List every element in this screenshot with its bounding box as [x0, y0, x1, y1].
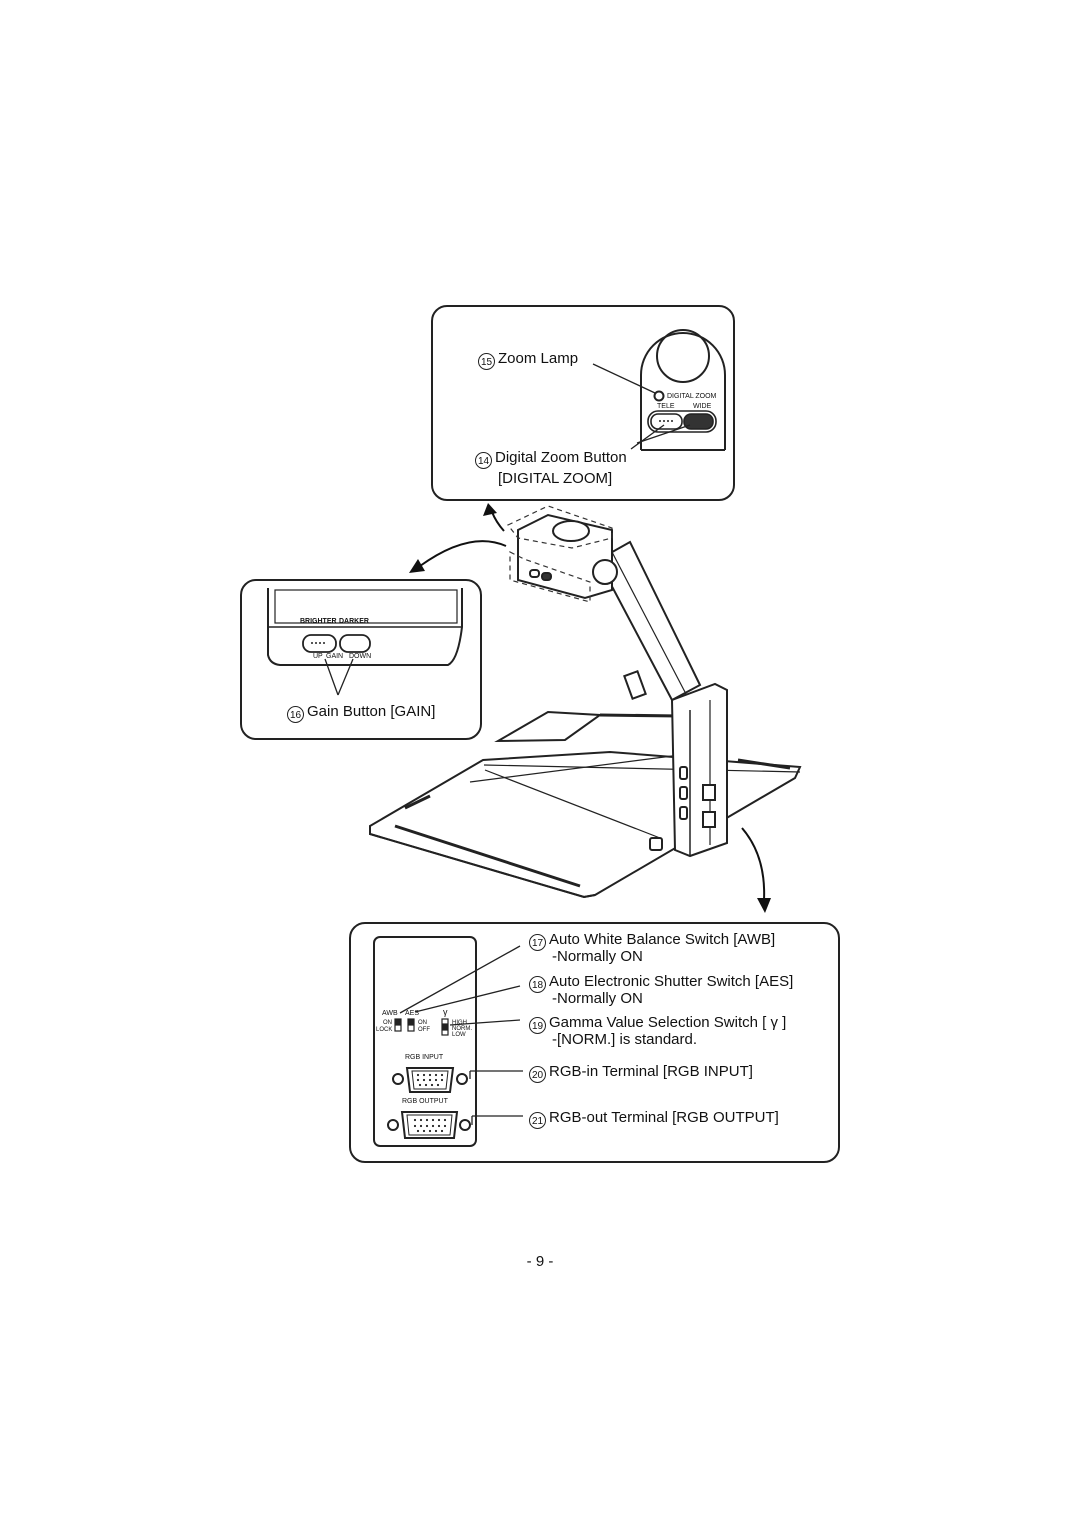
darker-device-label: DARKER	[339, 618, 369, 625]
gamma-device-label: γ	[443, 1007, 448, 1017]
leader-lines-gain	[324, 658, 354, 696]
on-device-label: ON	[383, 1020, 392, 1026]
callout-number-16: 16	[287, 706, 304, 723]
rgb-output-connector-icon	[387, 1111, 471, 1139]
gain-buttons-drawing	[302, 634, 371, 653]
camera-head-drawing	[640, 329, 726, 451]
callout-number-21: 21	[529, 1112, 546, 1129]
rgb-output-device-label: RGB OUTPUT	[402, 1098, 448, 1105]
low-device-label: LOW	[452, 1032, 466, 1038]
digital-zoom-button-sublabel: [DIGITAL ZOOM]	[498, 470, 613, 487]
rgb-input-pins	[416, 1073, 444, 1087]
gain-button-dots-icon	[311, 642, 325, 644]
gamma-text: Gamma Value Selection Switch [ γ ]	[549, 1014, 787, 1031]
awb-sublabel: -Normally ON	[552, 948, 643, 965]
gamma-sublabel: -[NORM.] is standard.	[552, 1031, 698, 1048]
aes-device-label: AES	[405, 1010, 420, 1017]
awb-switch-icon	[394, 1018, 402, 1032]
rgb-in-text: RGB-in Terminal [RGB INPUT]	[549, 1063, 753, 1080]
lock-device-label: LOCK	[376, 1027, 393, 1033]
dashed-highlight-regions	[507, 505, 613, 603]
callout-number-15: 15	[478, 353, 495, 370]
presenter-arm-drawing	[596, 540, 702, 702]
wide-device-label: WIDE	[693, 403, 712, 410]
presenter-base-drawing	[369, 710, 802, 899]
off-device-label: OFF	[418, 1027, 430, 1033]
gain-button-text: Gain Button [GAIN]	[307, 703, 436, 720]
leader-lines-rear	[399, 945, 523, 1125]
on-aes-device-label: ON	[418, 1020, 427, 1026]
callout-number-17: 17	[529, 934, 546, 951]
gain-detail-panel	[240, 579, 482, 740]
arrow-heads	[409, 503, 771, 913]
up-device-label: UP	[313, 653, 323, 660]
rgb-out-text: RGB-out Terminal [RGB OUTPUT]	[549, 1109, 779, 1126]
aes-switch-icon	[407, 1018, 415, 1032]
rgb-input-device-label: RGB INPUT	[405, 1054, 444, 1061]
button-dots-icon	[659, 420, 673, 422]
presenter-camera-head-drawing	[517, 513, 618, 600]
zoom-lamp-text: Zoom Lamp	[498, 350, 579, 367]
digital-zoom-device-label: DIGITAL ZOOM	[667, 393, 717, 400]
rgb-output-pins	[413, 1118, 447, 1133]
aes-text: Auto Electronic Shutter Switch [AES]	[549, 973, 794, 990]
callout-number-18: 18	[529, 976, 546, 993]
gamma-switch-icon	[441, 1018, 449, 1036]
tele-device-label: TELE	[657, 403, 675, 410]
page-number: - 9 -	[526, 1253, 554, 1270]
callout-number-14: 14	[475, 452, 492, 469]
zoom-buttons-drawing	[647, 410, 717, 433]
aes-sublabel: -Normally ON	[552, 990, 643, 1007]
gain-device-label: GAIN	[326, 653, 344, 660]
callout-number-19: 19	[529, 1017, 546, 1034]
callout-number-20: 20	[529, 1066, 546, 1083]
leader-lines-top	[592, 363, 691, 450]
awb-device-label: AWB	[382, 1010, 398, 1017]
zoom-lamp-icon	[653, 390, 665, 402]
rear-panel-drawing	[373, 936, 477, 1147]
norm-device-label: NORM.	[452, 1026, 472, 1032]
digital-zoom-button-text: Digital Zoom Button	[495, 449, 627, 466]
down-device-label: DOWN	[349, 653, 372, 660]
gain-panel-drawing	[267, 588, 463, 666]
high-device-label: HIGH	[452, 1020, 467, 1026]
presenter-column-drawing	[649, 682, 728, 858]
awb-text: Auto White Balance Switch [AWB]	[549, 931, 776, 948]
brighter-device-label: BRIGHTER	[300, 618, 337, 625]
